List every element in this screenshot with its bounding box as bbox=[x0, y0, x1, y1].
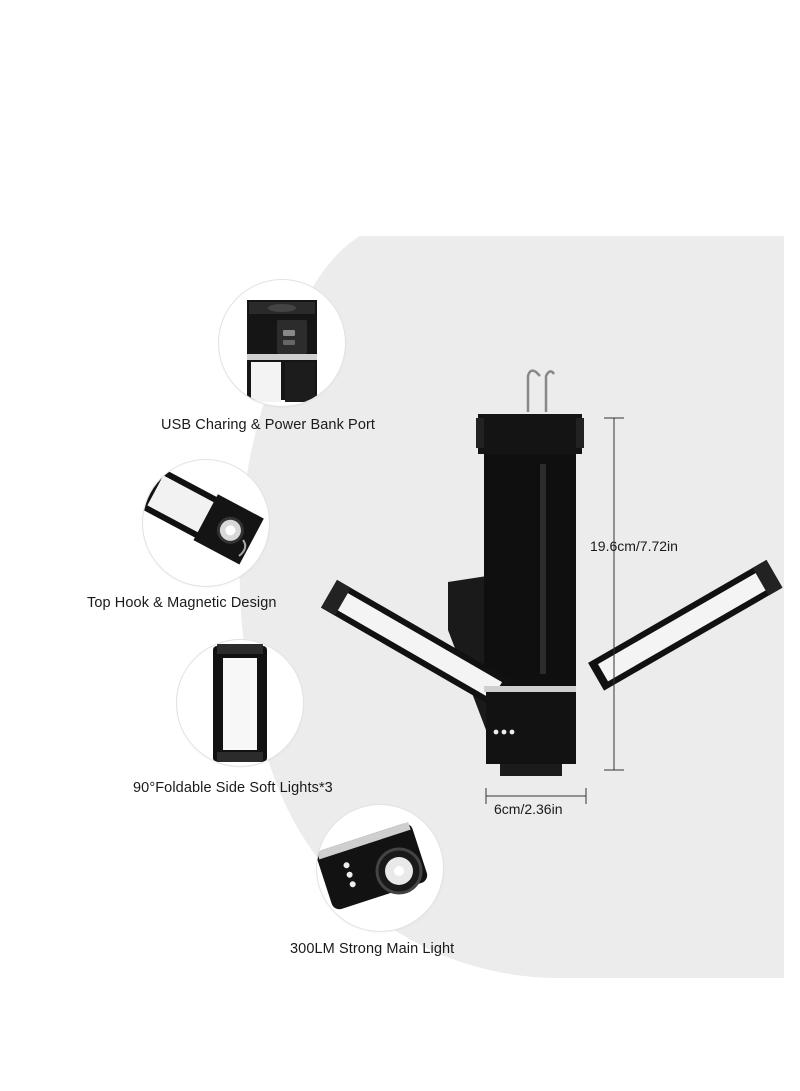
feature-top-hook: Top Hook & Magnetic Design bbox=[0, 460, 400, 620]
feature-label-usb-port: USB Charing & Power Bank Port bbox=[161, 417, 376, 433]
height-dimension-label: 19.6cm/7.72in bbox=[590, 538, 678, 554]
lantern-product-image bbox=[321, 369, 783, 804]
feature-main-light: 300LM Strong Main Light bbox=[0, 805, 454, 965]
feature-side-lights: 90°Foldable Side Soft Lights*3 bbox=[0, 640, 400, 805]
feature-usb-port: USB Charing & Power Bank Port bbox=[0, 280, 400, 440]
main-light-closeup-image bbox=[317, 805, 443, 931]
top-hook-closeup-image bbox=[143, 460, 269, 586]
usb-port-closeup-image bbox=[219, 280, 345, 406]
side-light-panel-image bbox=[177, 640, 303, 766]
feature-label-top-hook: Top Hook & Magnetic Design bbox=[87, 595, 277, 611]
width-dimension-label: 6cm/2.36in bbox=[494, 801, 563, 817]
feature-label-main-light: 300LM Strong Main Light bbox=[290, 941, 455, 957]
feature-label-side-lights: 90°Foldable Side Soft Lights*3 bbox=[133, 780, 333, 796]
